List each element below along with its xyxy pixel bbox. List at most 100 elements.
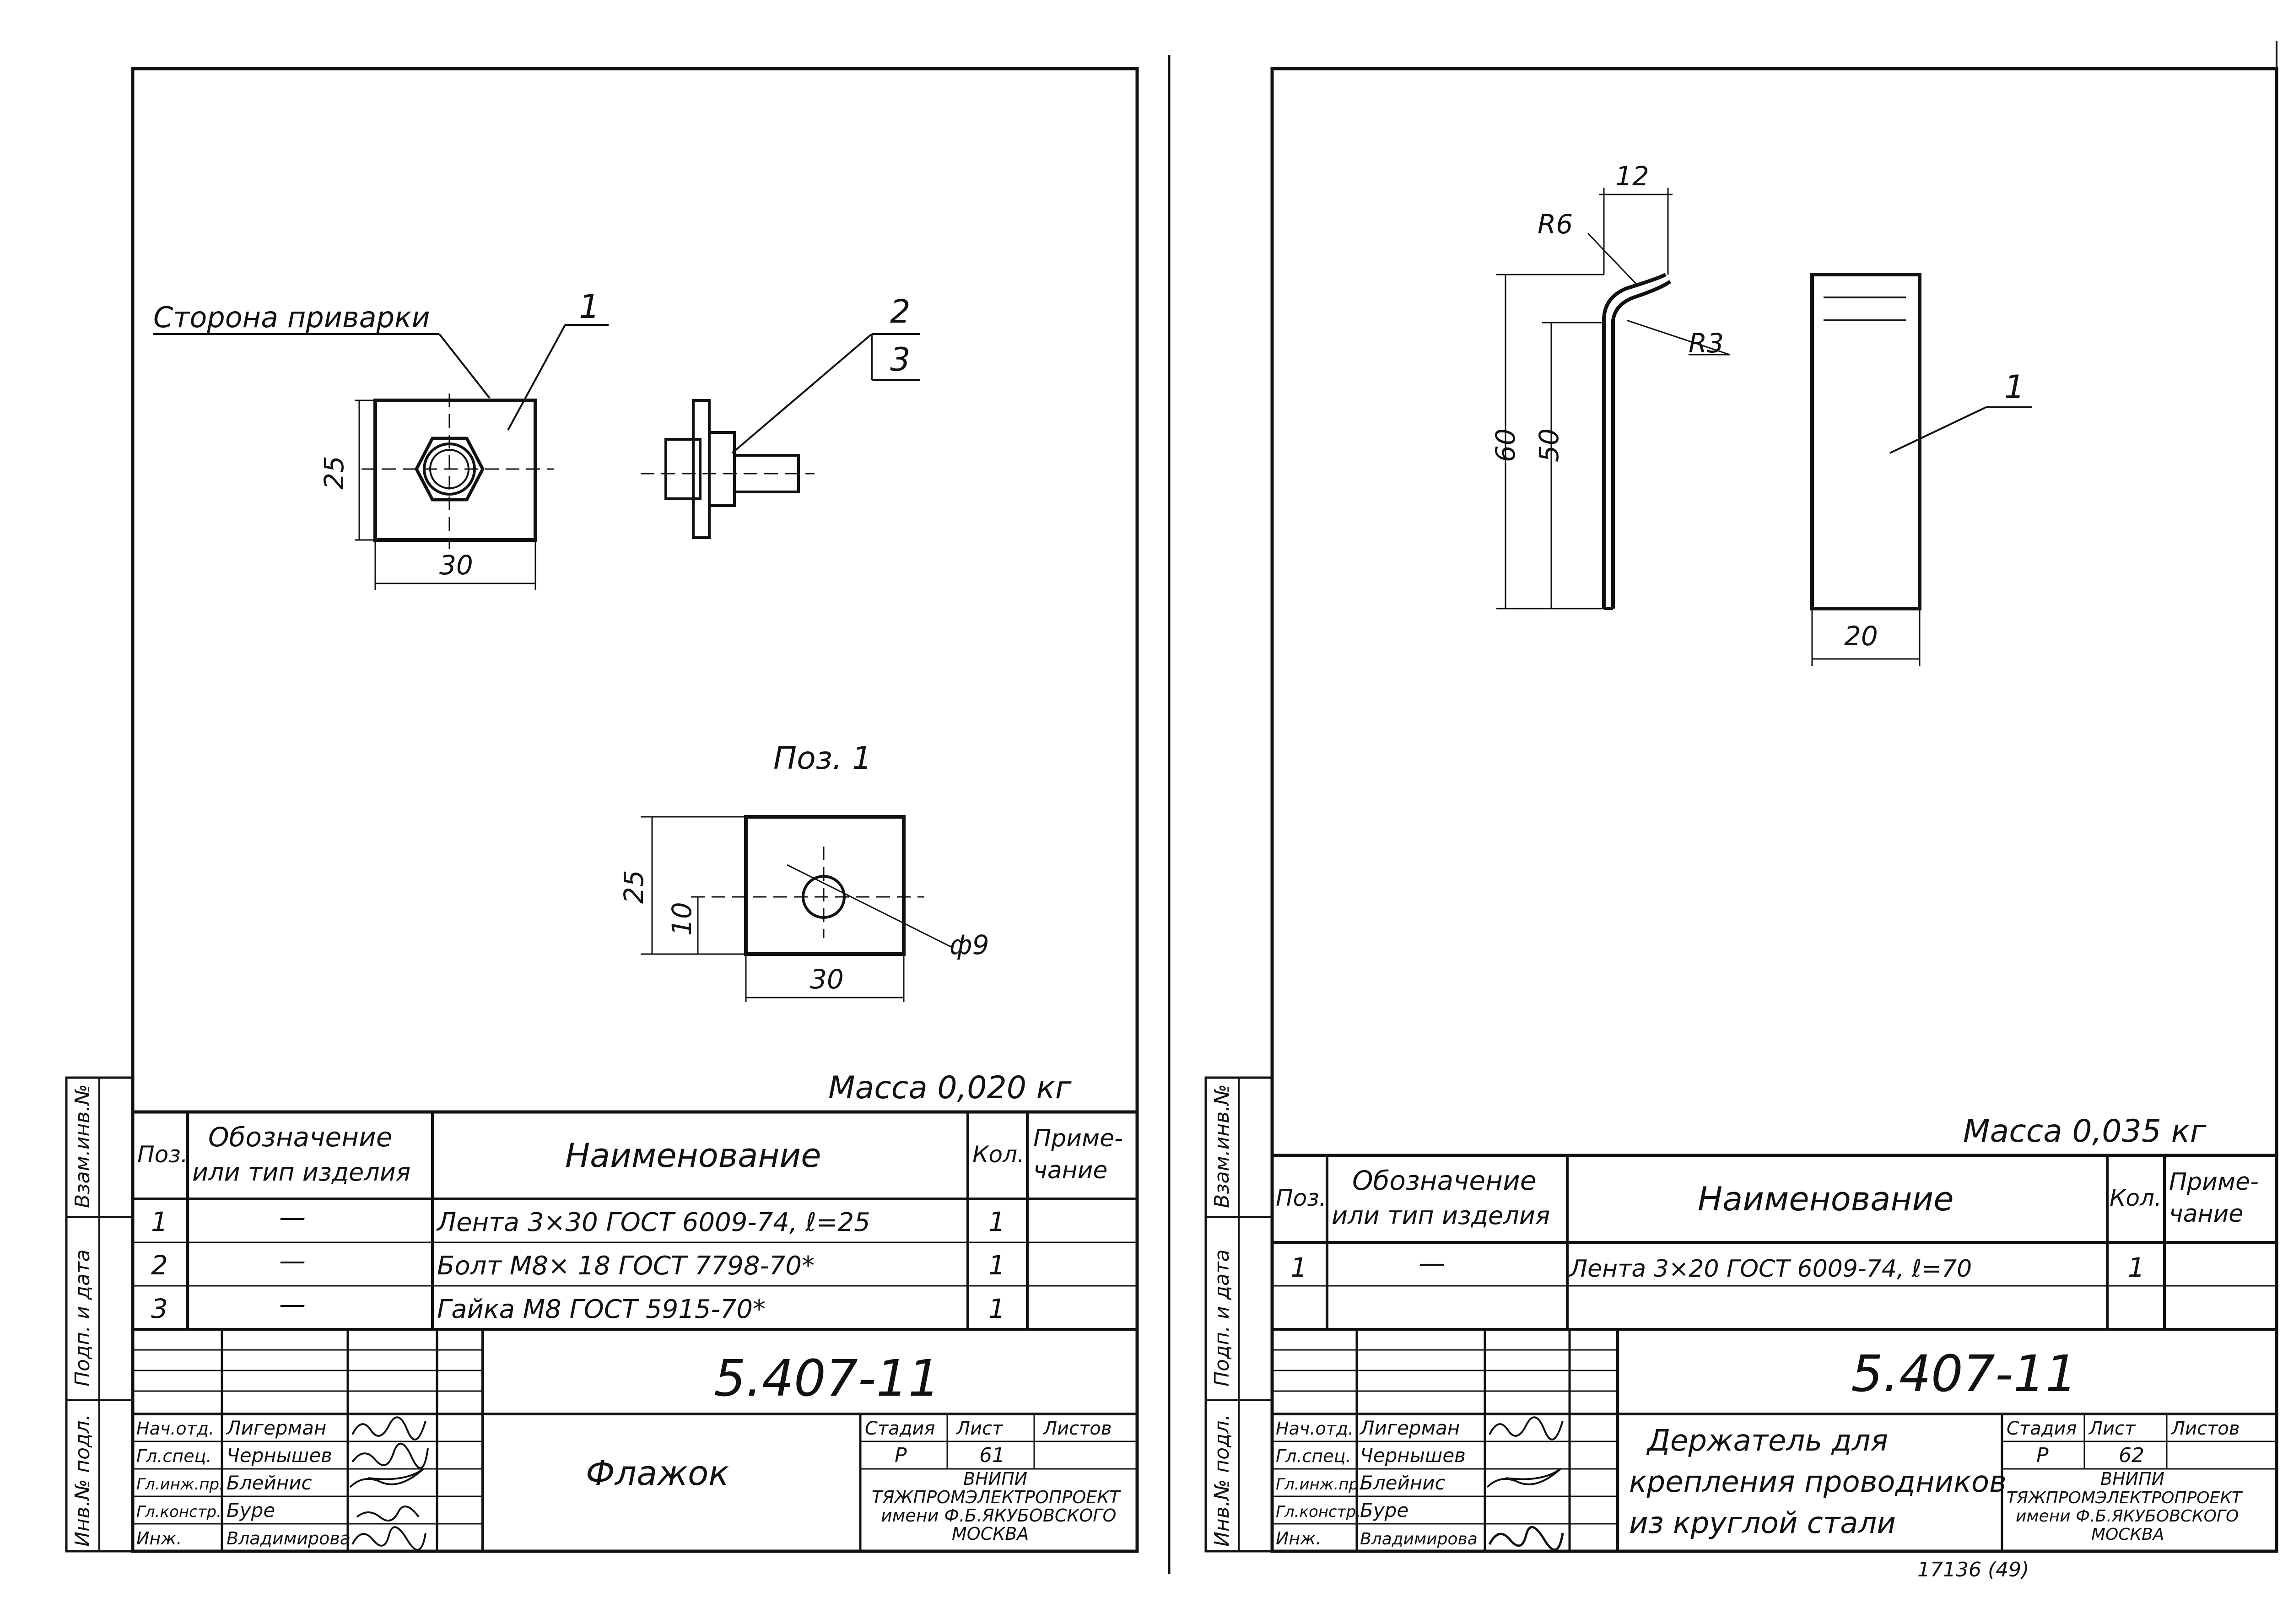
lt-h-name: Наименование (565, 1136, 821, 1175)
lts-role-2: Гл.спец. (136, 1446, 212, 1466)
right-doc-code: 5.407-11 (1851, 1344, 2078, 1403)
rts-org-1: ВНИПИ (2100, 1469, 2164, 1489)
right-side-label-1: Взам.инв.№ (1210, 1084, 1234, 1208)
rts-stage-h: Стадия (2007, 1418, 2077, 1439)
right-footer-note: 17136 (49) (1917, 1558, 2029, 1581)
left-doc-code: 5.407-11 (714, 1349, 940, 1408)
pos-dim-10: 10 (666, 902, 697, 936)
left-title-block: 5.407-11 Флажок Нач.отд. Гл.спец. Гл.инж… (133, 1329, 1137, 1551)
holder-front-view (1810, 273, 1921, 610)
right-sheet: Взам.инв.№ Подп. и дата Инв.№ подл. 12 R… (1204, 41, 2278, 1581)
rt-h-des-2: или тип изделия (1332, 1201, 1550, 1230)
lts-sheets-h: Листов (1042, 1418, 1112, 1439)
rts-sheets-h: Листов (2170, 1418, 2239, 1439)
left-side-label-2: Подп. и дата (71, 1249, 94, 1387)
lt-row1-pos: 1 (151, 1206, 168, 1237)
rts-sheet-h: Лист (2088, 1418, 2136, 1439)
lt-row3-des: — (279, 1289, 306, 1320)
lt-h-note-1: Приме- (1033, 1125, 1123, 1152)
lt-h-note-2: чание (1033, 1157, 1107, 1184)
bolt-side-view (641, 399, 815, 539)
left-mass: Масса 0,020 кг (828, 1070, 1072, 1106)
lt-row1-qty: 1 (988, 1206, 1005, 1237)
signature-1 (351, 1416, 426, 1441)
lt-row2-pos: 2 (151, 1250, 168, 1281)
rts-org-4: МОСКВА (2091, 1525, 2164, 1544)
left-dim-30: 30 (439, 550, 473, 581)
rt-h-note-1: Приме- (2169, 1168, 2259, 1196)
left-side-label-3: Инв.№ подл. (71, 1414, 94, 1547)
left-leader-1: 1 (579, 287, 600, 326)
rts-org-2: ТЯЖПРОМЭЛЕКТРОПРОЕКТ (2007, 1489, 2243, 1507)
right-dim-60: 60 (1490, 428, 1521, 462)
right-dim-50: 50 (1533, 428, 1565, 462)
signature-r1 (1489, 1416, 1564, 1441)
plate-detail (744, 815, 906, 956)
right-side-label-2: Подп. и дата (1210, 1249, 1234, 1387)
lt-row3-pos: 3 (151, 1293, 168, 1324)
left-dim-25: 25 (318, 456, 350, 490)
rts-role-2: Гл.спец. (1276, 1446, 1351, 1466)
lts-name-2: Чернышев (227, 1444, 332, 1467)
lts-name-4: Буре (227, 1499, 275, 1521)
left-leader-2: 2 (890, 293, 911, 330)
lts-name-5: Владимирова (227, 1528, 351, 1548)
rts-org-3: имени Ф.Б.ЯКУБОВСКОГО (2016, 1507, 2239, 1526)
nut-hex (415, 437, 485, 502)
rt-h-name: Наименование (1698, 1180, 1954, 1218)
lt-row1-des: — (279, 1202, 306, 1233)
lt-row2-name: Болт М8× 18 ГОСТ 7798-70* (437, 1251, 815, 1281)
left-side-label-1: Взам.инв.№ (71, 1084, 94, 1208)
rt-row1-des: — (1419, 1247, 1445, 1279)
right-side-label-3: Инв.№ подл. (1210, 1414, 1234, 1547)
lt-row2-qty: 1 (988, 1250, 1005, 1281)
lts-org-4: МОСКВА (952, 1524, 1029, 1544)
rts-role-5: Инж. (1276, 1528, 1322, 1548)
lts-role-3: Гл.инж.пр. (136, 1475, 224, 1494)
lts-stage-h: Стадия (865, 1418, 935, 1439)
lts-stage: Р (895, 1444, 907, 1467)
right-dim-r6: R6 (1538, 209, 1573, 240)
lts-org-2: ТЯЖПРОМЭЛЕКТРОПРОЕКТ (872, 1487, 1121, 1507)
rts-role-4: Гл.констр. (1276, 1503, 1361, 1521)
right-dim-12: 12 (1615, 161, 1649, 192)
signature-r3 (1486, 1468, 1561, 1488)
lt-h-qty: Кол. (972, 1141, 1025, 1168)
right-dim-r3: R3 (1689, 328, 1724, 359)
signature-r5 (1488, 1526, 1564, 1551)
right-doc-title-3: из круглой стали (1629, 1506, 1896, 1540)
rts-stage: Р (2036, 1444, 2049, 1467)
lt-row3-name: Гайка М8 ГОСТ 5915-70* (437, 1295, 766, 1324)
right-leader-1: 1 (2004, 368, 2025, 406)
left-spec-table: Поз. Обозначение или тип изделия Наимено… (133, 1110, 1137, 1331)
left-doc-title: Флажок (586, 1454, 729, 1493)
rts-role-1: Нач.отд. (1276, 1419, 1354, 1439)
pos-dim-25: 25 (618, 870, 649, 904)
signature-4 (356, 1505, 420, 1521)
right-dim-20: 20 (1844, 620, 1878, 652)
left-sheet: Взам.инв.№ Подп. и дата Инв.№ подл. Стор… (65, 67, 1139, 1553)
rts-name-4: Буре (1360, 1499, 1408, 1521)
right-mass: Масса 0,035 кг (1963, 1113, 2207, 1149)
right-title-block: 5.407-11 Держатель для крепления проводн… (1272, 1329, 2277, 1551)
lts-name-1: Лигерман (226, 1417, 326, 1439)
lts-org-3: имени Ф.Б.ЯКУБОВСКОГО (881, 1505, 1116, 1526)
lt-row2-des: — (279, 1245, 306, 1276)
pos-dim-phi: ф9 (950, 929, 989, 960)
rts-role-3: Гл.инж.пр. (1276, 1475, 1364, 1494)
holder-profile (1602, 273, 1667, 609)
rt-row1-qty: 1 (2128, 1252, 2145, 1283)
rts-name-5: Владимирова (1360, 1530, 1478, 1548)
right-doc-title-2: крепления проводников (1629, 1465, 2007, 1499)
right-doc-title-1: Держатель для (1646, 1424, 1888, 1458)
lts-sheet: 61 (979, 1444, 1005, 1467)
signature-3 (349, 1468, 424, 1488)
lts-name-3: Блейнис (227, 1472, 312, 1494)
signature-5 (351, 1526, 426, 1551)
rt-h-des-1: Обозначение (1352, 1165, 1536, 1196)
signature-2 (351, 1443, 429, 1469)
lt-h-pos: Поз. (137, 1141, 188, 1168)
lts-sheet-h: Лист (955, 1418, 1004, 1439)
left-frame (131, 67, 1139, 1553)
